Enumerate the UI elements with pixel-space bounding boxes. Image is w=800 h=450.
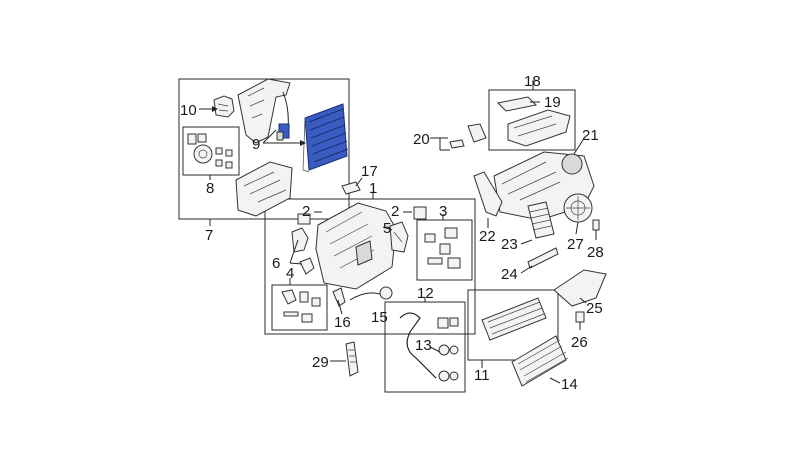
part-19-filter-cover: [496, 96, 538, 112]
part-14-ptc-heater: [511, 335, 569, 387]
part-5-linkage: [389, 221, 409, 253]
part-13-seals: [437, 317, 459, 382]
callout-16: 16: [334, 314, 351, 331]
group-box-7: [178, 78, 350, 220]
part-11-heater-core: [481, 297, 547, 341]
callout-5: 5: [383, 220, 391, 237]
part-22-gasket: [473, 171, 503, 217]
group-box-1: [264, 198, 476, 335]
part-16-sensor: [332, 287, 346, 315]
callout-21: 21: [582, 127, 599, 144]
part-20-bracket: [449, 123, 487, 149]
part-18-upper-housing: [507, 109, 571, 147]
callout-15: 15: [371, 309, 388, 326]
callout-14: 14: [561, 376, 578, 393]
callout-11: 11: [474, 367, 490, 384]
callout-17: 17: [361, 163, 378, 180]
callout-19: 19: [544, 94, 561, 111]
callout-23: 23: [501, 236, 518, 253]
callout-1: 1: [369, 180, 377, 197]
callout-2a: 2: [302, 203, 310, 220]
part-1-hvac-housing: [315, 202, 397, 290]
part-28-screw: [592, 219, 600, 231]
part-23-cabin-filter: [527, 201, 555, 239]
callout-4: 4: [286, 265, 294, 282]
group-box-11: [467, 289, 559, 361]
part-2-actuator-right: [413, 206, 427, 220]
callout-18: 18: [524, 73, 541, 90]
callout-20: 20: [413, 131, 430, 148]
callout-9: 9: [252, 136, 260, 153]
group-box-18: [488, 89, 576, 151]
callout-25: 25: [586, 300, 603, 317]
callout-10: 10: [180, 102, 197, 119]
group-box-8-inset: [182, 126, 240, 176]
part-3-hardware-set: [424, 227, 461, 269]
part-26-clip: [575, 311, 585, 323]
part-24-seal-strip: [527, 247, 559, 269]
part-9-evaporator-highlighted: [302, 103, 349, 173]
part-8-pulley-set: [187, 133, 233, 169]
part-lower-duct: [235, 161, 293, 217]
callout-13: 13: [415, 337, 432, 354]
part-17-sensor: [341, 177, 363, 195]
part-12-tube: [399, 312, 437, 379]
callout-3: 3: [439, 203, 447, 220]
part-25-bracket: [553, 269, 607, 307]
callout-22: 22: [479, 228, 496, 245]
callout-8: 8: [206, 180, 214, 197]
callout-2b: 2: [391, 203, 399, 220]
group-box-4: [271, 284, 328, 331]
part-4-hardware-set: [281, 289, 321, 323]
part-2-actuator-left: [297, 213, 311, 225]
callout-27: 27: [567, 236, 584, 253]
callout-29: 29: [312, 354, 329, 371]
part-bracket-frame: [237, 78, 291, 144]
part-9-valve: [276, 123, 290, 141]
part-10-motor: [213, 95, 235, 118]
callout-28: 28: [587, 244, 604, 261]
part-6-linkage: [291, 227, 315, 275]
callout-24: 24: [501, 266, 518, 283]
callout-12: 12: [417, 285, 434, 302]
part-15-clip: [349, 286, 393, 301]
group-box-3: [416, 219, 473, 281]
part-27-blower-motor: [563, 193, 593, 223]
callout-26: 26: [571, 334, 588, 351]
part-29-drain: [345, 341, 359, 377]
callout-7: 7: [205, 227, 213, 244]
callout-6: 6: [272, 255, 280, 272]
